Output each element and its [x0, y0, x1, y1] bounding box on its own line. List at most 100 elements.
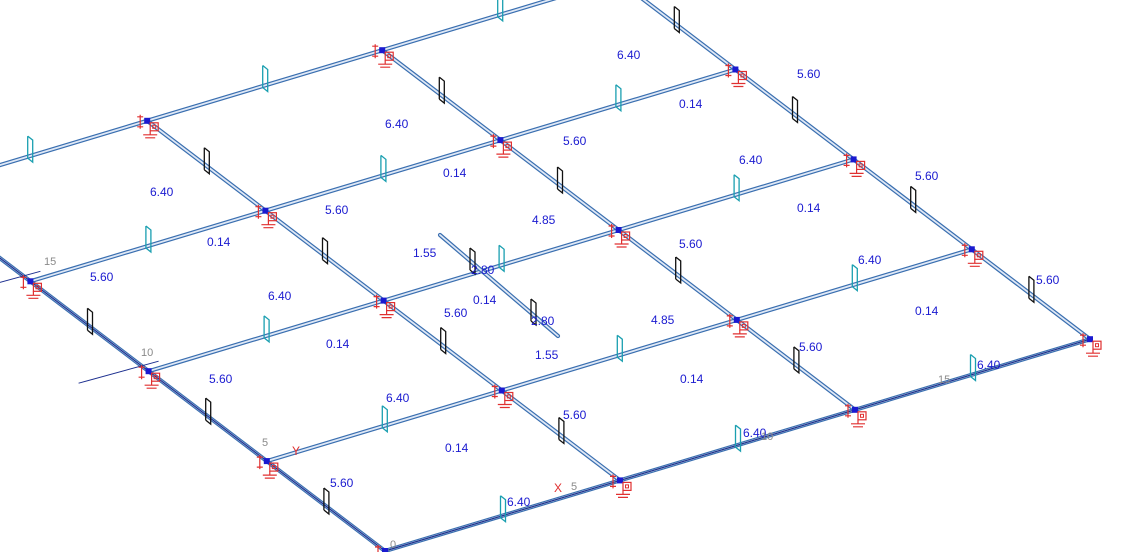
support-box	[622, 481, 632, 491]
node-point	[262, 207, 269, 214]
support-base	[849, 169, 864, 177]
support-box	[151, 372, 161, 382]
support-symbol	[491, 384, 514, 409]
member-flag	[263, 315, 270, 344]
panel-label: 0.14	[207, 235, 231, 249]
beam-length-label: 1.55	[413, 246, 437, 260]
member-flag-shape	[675, 256, 682, 285]
support-box-inner	[1095, 343, 1099, 348]
node-point	[850, 156, 857, 163]
support-symbol	[1080, 333, 1102, 357]
member-flag-shape	[27, 135, 34, 164]
member-flag	[27, 135, 34, 164]
support-base	[26, 291, 41, 299]
node-point	[27, 278, 34, 285]
grid-label: 5	[262, 437, 268, 449]
beam-core	[265, 248, 973, 463]
beam-length-label: 5.60	[444, 306, 468, 320]
support-leg	[491, 384, 498, 399]
support-box	[739, 321, 749, 331]
member-flag	[675, 256, 682, 285]
beam-length-label: 6.40	[739, 153, 763, 167]
support-symbol	[608, 224, 631, 248]
support-box-inner	[506, 394, 511, 399]
grid-label: 10	[141, 347, 153, 359]
panel-label: 0.14	[326, 337, 350, 351]
support-box	[32, 282, 42, 292]
support-base	[851, 419, 865, 428]
member-flag-shape	[851, 264, 858, 292]
member-flag-shape	[262, 64, 269, 93]
member-flag	[438, 76, 445, 105]
support-base	[378, 60, 393, 68]
support-box-inner	[152, 124, 157, 129]
member-flag-shape	[203, 147, 210, 176]
panel-label: 0.14	[915, 304, 939, 318]
support-leg	[490, 134, 497, 149]
member-flag	[381, 405, 388, 434]
panel-label: 0.14	[445, 441, 469, 455]
beam-length-label: 5.60	[799, 340, 823, 354]
grid-label: 15	[44, 256, 56, 268]
beam-core	[439, 234, 559, 337]
x-axis-label: X	[554, 481, 562, 495]
support-box	[504, 391, 514, 402]
support-leg	[20, 275, 27, 290]
support-layer	[20, 44, 1102, 552]
beam-length-label: 6.40	[858, 253, 882, 267]
member-flag-shape	[734, 424, 742, 453]
member-flag	[440, 327, 447, 355]
beam-length-label: 6.40	[743, 426, 767, 440]
support-base	[1086, 349, 1100, 357]
member-flag	[851, 264, 858, 292]
support-leg	[1080, 333, 1086, 348]
member-flag-shape	[910, 185, 917, 214]
beam-length-label: 5.60	[563, 408, 587, 422]
panel-label: 0.14	[679, 97, 703, 111]
support-symbol	[373, 294, 396, 319]
panel-label: 0.14	[443, 166, 467, 180]
edge-line	[384, 338, 1091, 552]
support-base	[143, 130, 158, 139]
member-flag-shape	[381, 405, 388, 434]
beam-length-label: 5.60	[563, 134, 587, 148]
member-flag	[791, 95, 799, 124]
support-box-inner	[387, 54, 392, 59]
member-flag	[558, 416, 565, 445]
support-box	[855, 160, 866, 170]
beam-layer	[0, 0, 1093, 552]
support-base	[614, 240, 629, 248]
support-box-inner	[740, 73, 745, 78]
member-flag	[86, 307, 94, 336]
beam-core	[0, 0, 553, 166]
support-box-inner	[976, 253, 981, 258]
support-box	[502, 141, 512, 151]
support-symbol	[256, 455, 279, 479]
beam-length-label: 6.40	[386, 391, 410, 405]
node-point	[732, 66, 739, 73]
member-flag-shape	[793, 346, 800, 375]
support-leg	[373, 294, 380, 309]
member-flag-shape	[438, 76, 445, 105]
beam-length-label: 6.40	[977, 358, 1001, 372]
member-flag	[205, 397, 212, 426]
support-box-inner	[625, 484, 629, 489]
support-box	[269, 462, 279, 472]
member-flag-shape	[673, 6, 680, 34]
support-symbol	[725, 63, 748, 88]
member-flag	[145, 225, 152, 254]
support-box	[267, 212, 277, 222]
beam-length-label: 6.40	[617, 48, 641, 62]
member-flag	[499, 495, 507, 524]
beam-core	[29, 68, 737, 283]
member-flag	[556, 166, 564, 195]
member-flag-shape	[556, 166, 564, 195]
member-flag-shape	[497, 0, 504, 23]
support-symbol	[610, 474, 632, 498]
support-symbol	[137, 114, 159, 139]
support-box-inner	[35, 285, 40, 290]
member-flag-shape	[263, 315, 270, 344]
support-leg	[843, 153, 850, 168]
support-box	[620, 231, 631, 241]
